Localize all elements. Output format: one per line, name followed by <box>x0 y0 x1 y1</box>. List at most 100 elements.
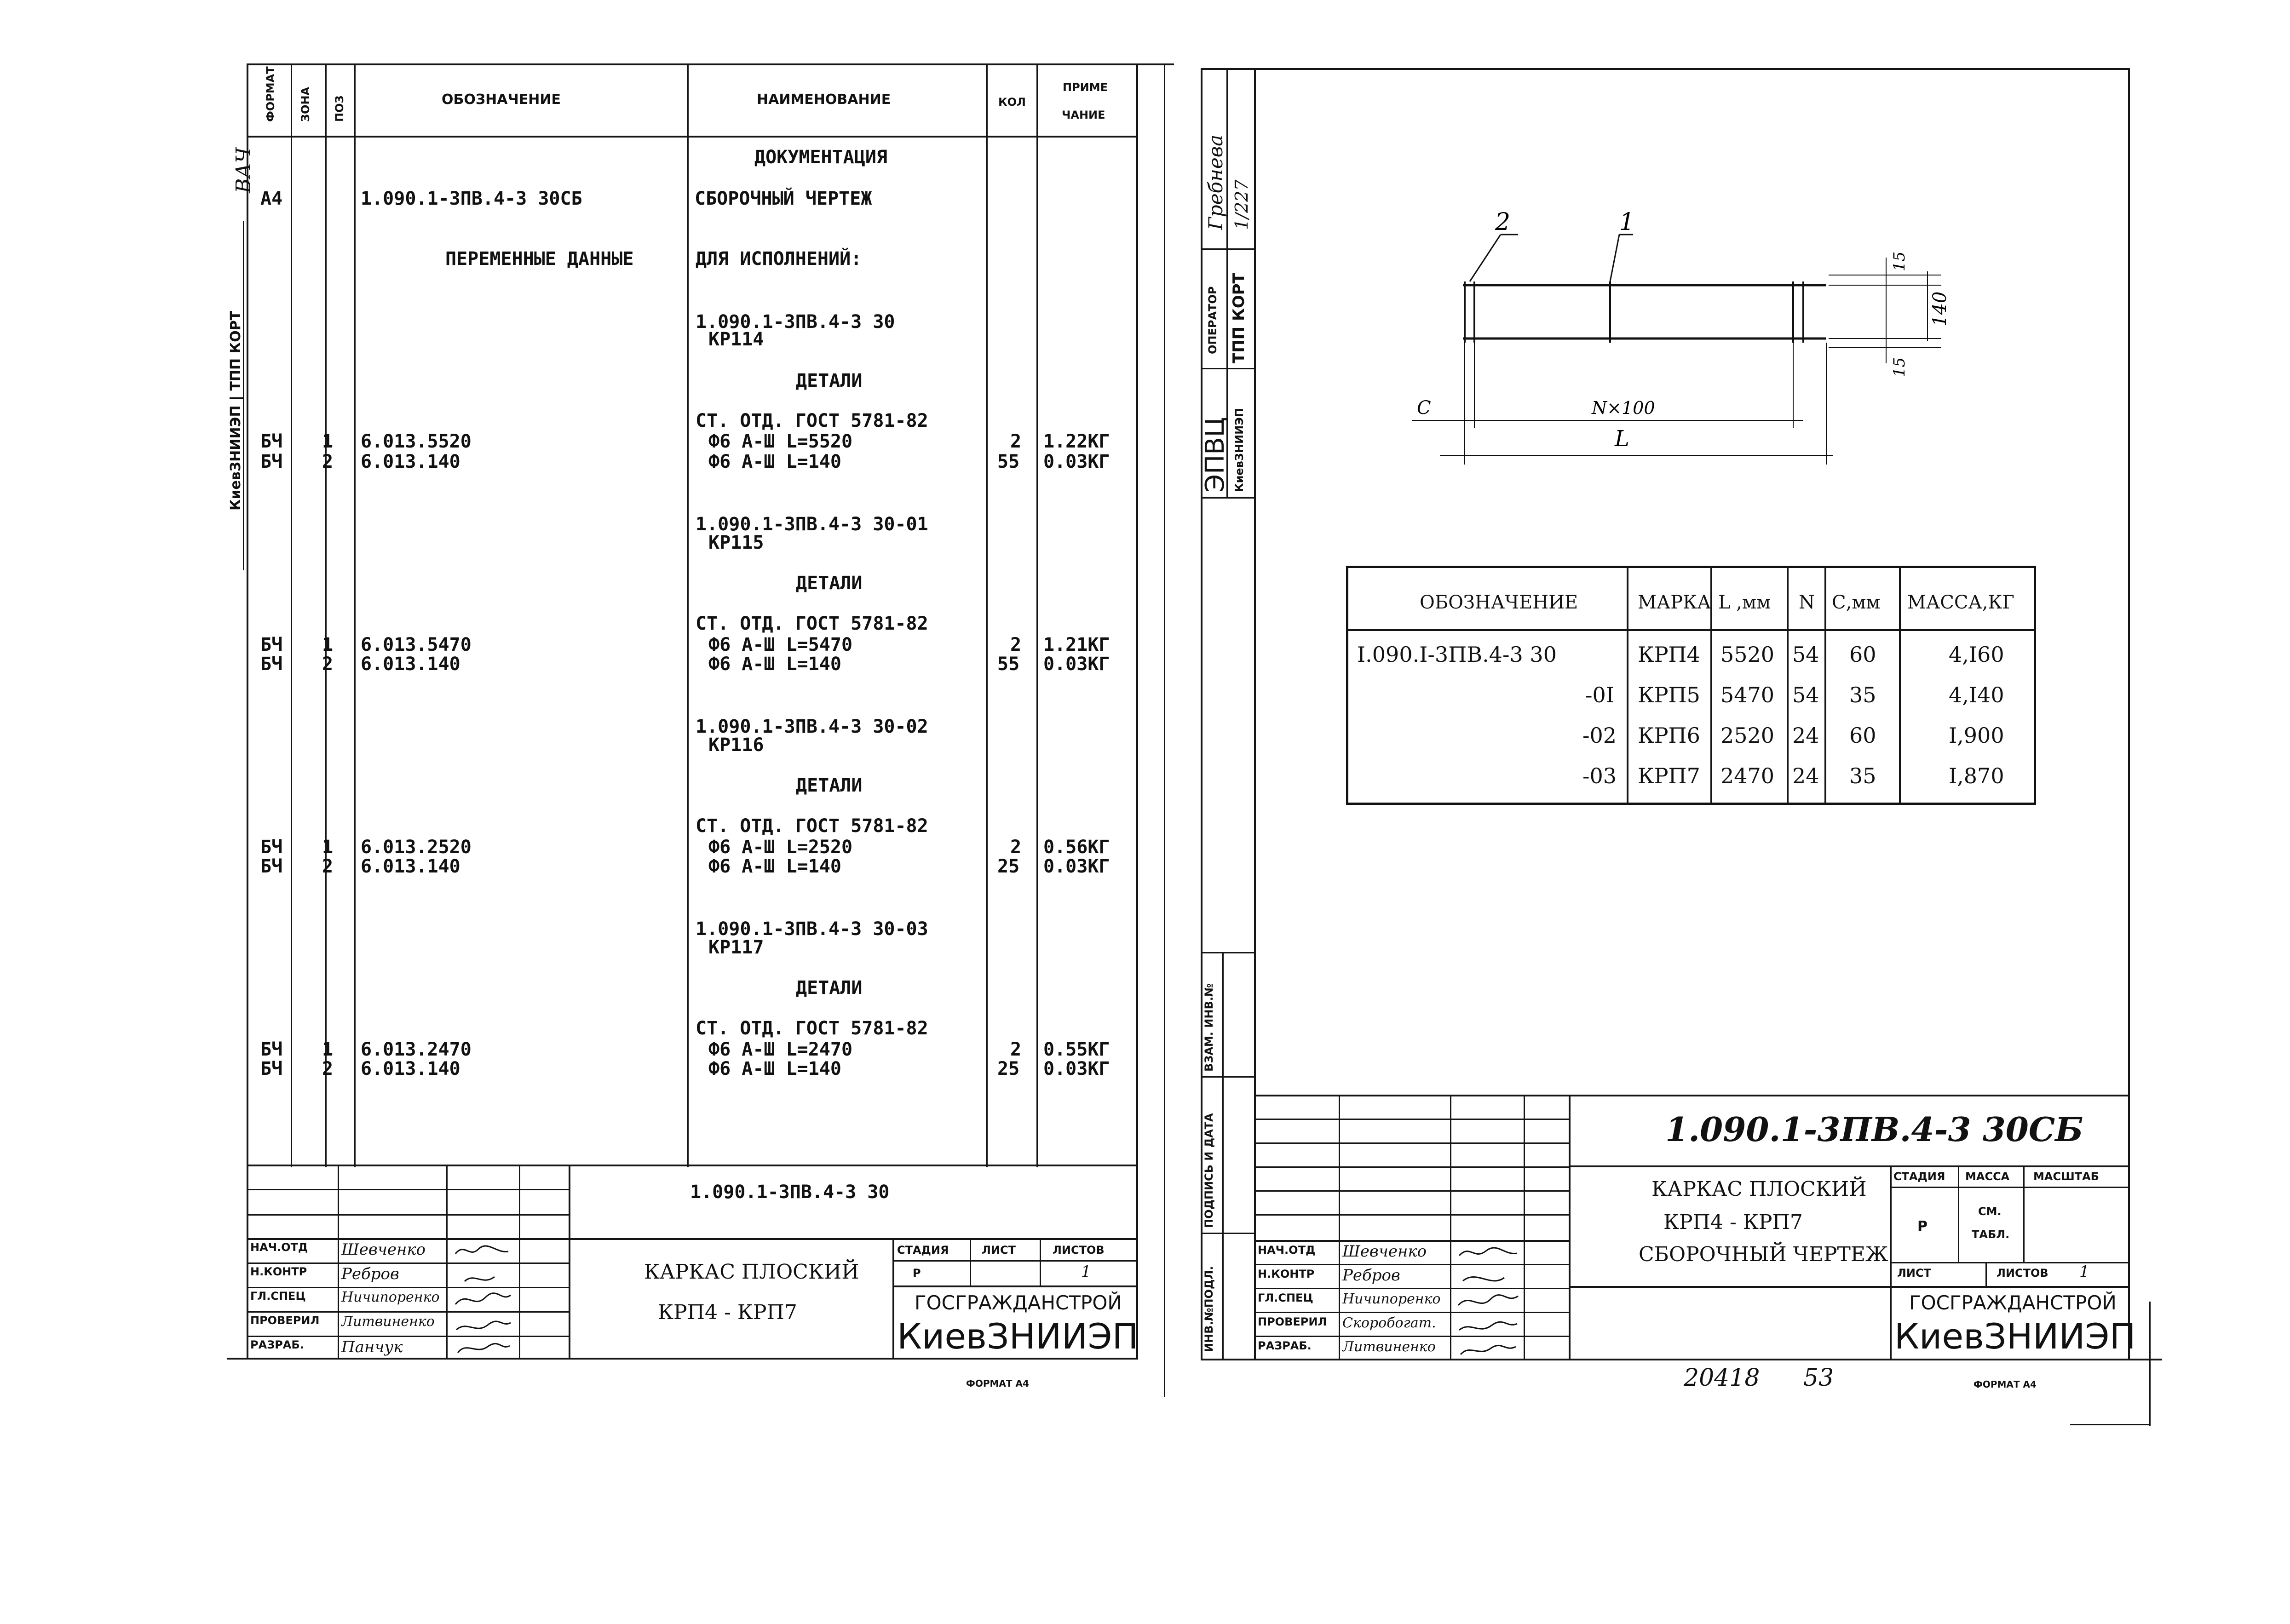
variant2-fmt2: БЧ <box>260 654 283 675</box>
sheet2-edge-bottom <box>2070 1424 2151 1425</box>
tb1-mid-line <box>247 1238 1137 1240</box>
tb1-role: Н.КОНТР <box>250 1265 307 1278</box>
table-row-2-mark: КРП5 <box>1638 683 1700 707</box>
tb1-sheets: ЛИСТОВ <box>1053 1244 1105 1257</box>
tb2-col-line <box>1339 1095 1340 1360</box>
table-header-n: N <box>1799 592 1815 613</box>
col-pos-label: ПОЗ <box>333 95 346 122</box>
side2-line <box>1201 952 1254 953</box>
col-line-name <box>986 63 988 1167</box>
variant4-fmt1: БЧ <box>260 1039 283 1060</box>
tb2-stage-val: Р <box>1917 1218 1928 1234</box>
variant1-d2: 6.013.140 <box>361 451 460 472</box>
tb1-col-line <box>892 1238 894 1358</box>
tb1-col-line <box>519 1165 520 1358</box>
table-row-1-mass: 4,I60 <box>1949 642 2004 667</box>
dim-15-bottom: 15 <box>1890 357 1909 377</box>
tb2-col-line <box>1524 1095 1525 1360</box>
variant3-gost: СТ. ОТД. ГОСТ 5781-82 <box>696 815 928 837</box>
table-row-2-designation: -0I <box>1585 683 1614 707</box>
variant4-d1: 6.013.2470 <box>361 1039 472 1060</box>
row-format-a4: А4 <box>260 188 283 209</box>
tb2-title-2: КРП4 - КРП7 <box>1663 1211 1803 1234</box>
tb2-scale: МАСШТАБ <box>2033 1170 2099 1183</box>
side2-epvc: ЭПВЦ <box>1200 417 1230 492</box>
tb2-sheets-val: 1 <box>2079 1262 2089 1281</box>
variant2-n2: Ф6 А-Ш L=140 <box>708 654 841 675</box>
row-variable-data: ПЕРЕМЕННЫЕ ДАННЫЕ <box>445 248 634 270</box>
variant1-m2: 0.03КГ <box>1043 451 1110 472</box>
col-line-zone <box>325 63 327 1167</box>
table-header-c: С,мм <box>1832 592 1881 613</box>
side2-operator-val: ТПП КОРТ <box>1230 273 1248 363</box>
table-header-mass: МАССА,КГ <box>1907 592 2014 613</box>
frame2-right <box>2128 68 2130 1360</box>
tb1-role: РАЗРАБ. <box>250 1338 304 1351</box>
frame-bottom <box>227 1358 1138 1360</box>
variant1-code: 1.090.1-3ПВ.4-3 30 <box>696 311 895 333</box>
tb1-row-line <box>247 1262 569 1264</box>
tb2-signatures <box>1457 1247 1519 1355</box>
tb1-org-2: КиевЗНИИЭП <box>897 1316 1139 1357</box>
variant1-fmt1: БЧ <box>260 431 283 452</box>
tb2-role: Н.КОНТР <box>1258 1268 1315 1280</box>
table-row-2-c: 35 <box>1849 683 1876 707</box>
tb1-stage-col <box>970 1238 971 1285</box>
variant3-d2: 6.013.140 <box>361 856 460 877</box>
row-assembly-code: 1.090.1-3ПВ.4-3 30СБ <box>361 188 582 209</box>
tb1-stage-line <box>892 1260 1137 1262</box>
table-row-4-mark: КРП7 <box>1638 763 1700 788</box>
variant4-pos1: 1 <box>322 1039 334 1060</box>
tb1-sheet: ЛИСТ <box>982 1244 1016 1257</box>
variant1-gost: СТ. ОТД. ГОСТ 5781-82 <box>696 410 928 431</box>
variant1-fmt2: БЧ <box>260 451 283 472</box>
tb2-col-line <box>1450 1095 1451 1360</box>
side2-line <box>1201 497 1254 499</box>
tb2-name: Ничипоренко <box>1342 1291 1441 1307</box>
tb1-row-line <box>247 1336 569 1337</box>
variant3-pos1: 1 <box>322 837 334 858</box>
tb2-org-1: ГОСГРАЖДАНСТРОЙ <box>1909 1291 2117 1314</box>
side-stamp-line <box>243 221 244 570</box>
side2-line <box>1201 1233 1254 1234</box>
table-row-3-length: 2520 <box>1720 723 1775 748</box>
tb2-row-line <box>1254 1264 1569 1265</box>
tb2-title-1: КАРКАС ПЛОСКИЙ <box>1651 1177 1867 1201</box>
tb1-row-line <box>247 1189 569 1190</box>
variant4-n2: Ф6 А-Ш L=140 <box>708 1058 841 1079</box>
side2-stamp-top-1: Гребнева <box>1204 134 1227 230</box>
tb2-row-line <box>1254 1190 1569 1192</box>
side2-vzam: ВЗАМ. ИНВ.№ <box>1203 983 1215 1072</box>
row-assembly-name: СБОРОЧНЫЙ ЧЕРТЕЖ <box>695 188 872 209</box>
tb1-name: Ребров <box>341 1265 399 1283</box>
tb1-sheet-col <box>1040 1238 1041 1285</box>
variant4-m1: 0.55КГ <box>1043 1039 1110 1060</box>
tb2-role: ГЛ.СПЕЦ <box>1258 1291 1313 1304</box>
variant4-q1: 2 <box>1010 1039 1022 1060</box>
variant2-n1: Ф6 А-Ш L=5470 <box>708 634 853 655</box>
table-row-2-n: 54 <box>1792 683 1819 707</box>
tb2-role: ПРОВЕРИЛ <box>1258 1315 1327 1328</box>
variant2-fmt1: БЧ <box>260 634 283 655</box>
variant3-code: 1.090.1-3ПВ.4-3 30-02 <box>696 716 928 737</box>
tb1-col-line <box>446 1165 448 1358</box>
tb2-code-line <box>1569 1165 2128 1167</box>
table-row-1-designation: I.090.I-3ПВ.4-3 30 <box>1357 642 1557 667</box>
tb1-title-1: КАРКАС ПЛОСКИЙ <box>644 1260 859 1284</box>
tb2-row-line <box>1254 1336 1569 1337</box>
variant3-n2: Ф6 А-Ш L=140 <box>708 856 841 877</box>
variant3-fmt2: БЧ <box>260 856 283 877</box>
variant4-d2: 6.013.140 <box>361 1058 460 1079</box>
tb2-name: Литвиненко <box>1342 1339 1436 1355</box>
col-line-format <box>291 63 292 1167</box>
table-row-4-n: 24 <box>1792 763 1819 788</box>
variant4-details: ДЕТАЛИ <box>796 977 863 999</box>
variant1-q1: 2 <box>1010 431 1022 452</box>
col-qty-label: КОЛ <box>998 96 1026 109</box>
variant2-code: 1.090.1-3ПВ.4-3 30-01 <box>696 514 928 535</box>
side2-lower-col <box>1222 952 1224 1360</box>
tb1-code: 1.090.1-3ПВ.4-3 30 <box>690 1182 890 1203</box>
col-note-label-1: ПРИМЕ <box>1063 81 1108 94</box>
side2-podpis: ПОДПИСЬ И ДАТА <box>1203 1113 1215 1228</box>
